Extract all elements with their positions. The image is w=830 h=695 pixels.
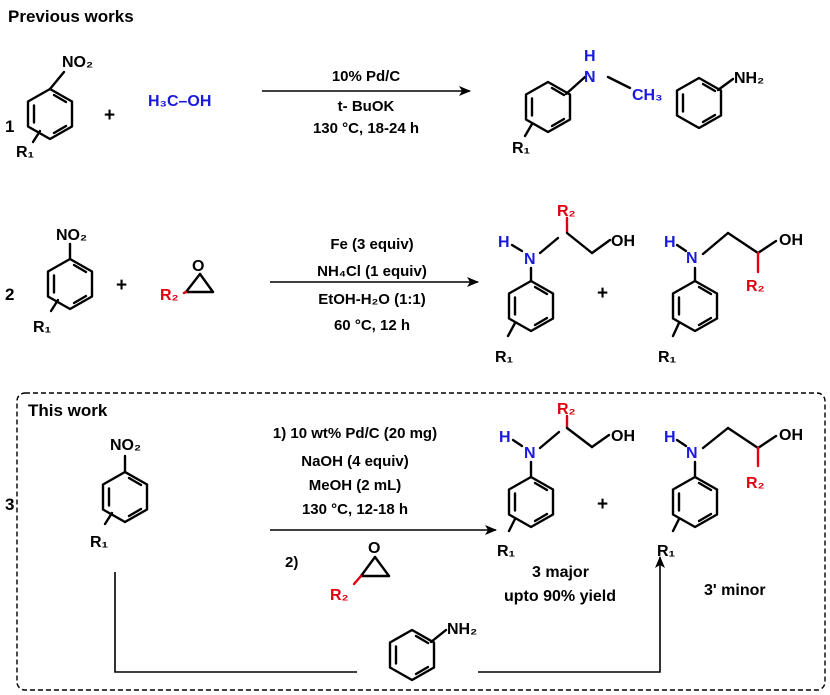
methanol-label: H₃C–OH xyxy=(148,93,211,110)
hydroxyl-label: OH xyxy=(779,427,803,444)
this-work-box xyxy=(16,392,826,691)
plus-sign: + xyxy=(597,283,608,304)
nh-nitrogen: N xyxy=(524,445,536,462)
r1-label: R₁ xyxy=(658,349,677,366)
methyl-label: CH₃ xyxy=(632,87,663,104)
r2-label: R₂ xyxy=(557,401,576,418)
r1-label: R₁ xyxy=(512,140,531,157)
connector-arrow-right xyxy=(478,556,665,673)
r1-label: R₁ xyxy=(497,543,516,560)
minor-product-label: 3' minor xyxy=(704,582,766,599)
nitrobenzene-1: NO₂ R₁ xyxy=(16,54,93,161)
nitrobenzene-3: NO₂ R₁ xyxy=(90,437,149,551)
row1-number: 1 xyxy=(5,117,14,136)
nh-hydrogen: H xyxy=(664,429,676,446)
nh-nitrogen: N xyxy=(524,251,536,268)
r1-label: R₁ xyxy=(33,319,52,336)
major-product-label: 3 major xyxy=(532,564,589,581)
amino-alcohol-major-3: H N R₂ OH R₁ 3 major upto 90% yield xyxy=(497,401,635,605)
amine-label: NH₂ xyxy=(734,70,764,87)
nitro-label: NO₂ xyxy=(62,54,93,71)
nitro-label: NO₂ xyxy=(56,227,87,244)
row2-condition-2: NH₄Cl (1 equiv) xyxy=(317,263,427,280)
nitro-label: NO₂ xyxy=(110,437,141,454)
hydroxyl-label: OH xyxy=(611,233,635,250)
nitrobenzene-2: NO₂ R₁ xyxy=(33,227,94,336)
r1-label: R₁ xyxy=(90,534,109,551)
epoxide-2: O R₂ xyxy=(160,258,215,304)
r2-label: R₂ xyxy=(746,278,765,295)
epoxide-3: O R₂ xyxy=(330,540,391,604)
amino-alcohol-major-2: H N R₂ OH R₁ xyxy=(495,203,635,366)
epoxide-oxygen: O xyxy=(368,540,380,557)
this-work-label: This work xyxy=(28,401,108,420)
aniline-intermediate: NH₂ xyxy=(388,621,477,682)
yield-label: upto 90% yield xyxy=(504,588,616,605)
n-methylaniline-product: H N CH₃ R₁ xyxy=(512,48,663,157)
row2-number: 2 xyxy=(5,285,14,304)
row2-condition-1: Fe (3 equiv) xyxy=(330,236,413,253)
plus-sign: + xyxy=(116,275,127,296)
nh-nitrogen: N xyxy=(686,250,698,267)
row3-condition-4: 130 °C, 12-18 h xyxy=(302,501,408,518)
r2-label: R₂ xyxy=(746,475,765,492)
r1-label: R₁ xyxy=(657,543,676,560)
row1-condition-2: t- BuOK xyxy=(338,98,395,115)
epoxide-oxygen: O xyxy=(192,258,204,275)
row2-condition-4: 60 °C, 12 h xyxy=(334,317,410,334)
row3-condition-2: NaOH (4 equiv) xyxy=(301,453,409,470)
r1-label: R₁ xyxy=(16,144,35,161)
r2-label: R₂ xyxy=(557,203,576,220)
hydroxyl-label: OH xyxy=(611,428,635,445)
amine-label: NH₂ xyxy=(447,621,477,638)
nh-hydrogen: H xyxy=(664,234,676,251)
step-2-label: 2) xyxy=(285,554,298,571)
previous-works-heading: Previous works xyxy=(8,7,134,26)
aniline-product-1: NH₂ xyxy=(675,70,764,130)
nh-hydrogen: H xyxy=(499,429,511,446)
r1-label: R₁ xyxy=(495,349,514,366)
row1-condition-3: 130 °C, 18-24 h xyxy=(313,120,419,137)
row1-condition-1: 10% Pd/C xyxy=(332,68,401,85)
nh-nitrogen: N xyxy=(686,445,698,462)
row2-condition-3: EtOH-H₂O (1:1) xyxy=(318,291,426,308)
connector-line-left xyxy=(114,572,357,673)
nh-hydrogen: H xyxy=(584,48,596,65)
r2-label: R₂ xyxy=(330,587,349,604)
nh-nitrogen: N xyxy=(584,69,596,86)
row3-condition-3: MeOH (2 mL) xyxy=(309,477,402,494)
plus-sign: + xyxy=(104,105,115,126)
plus-sign: + xyxy=(597,494,608,515)
hydroxyl-label: OH xyxy=(779,232,803,249)
row3-number: 3 xyxy=(5,495,14,514)
r2-label: R₂ xyxy=(160,287,179,304)
amino-alcohol-minor-3: H N OH R₂ R₁ 3' minor xyxy=(657,426,803,599)
nh-hydrogen: H xyxy=(498,234,510,251)
amino-alcohol-minor-2: H N OH R₂ R₁ xyxy=(658,231,803,366)
row3-condition-1: 1) 10 wt% Pd/C (20 mg) xyxy=(273,425,437,442)
